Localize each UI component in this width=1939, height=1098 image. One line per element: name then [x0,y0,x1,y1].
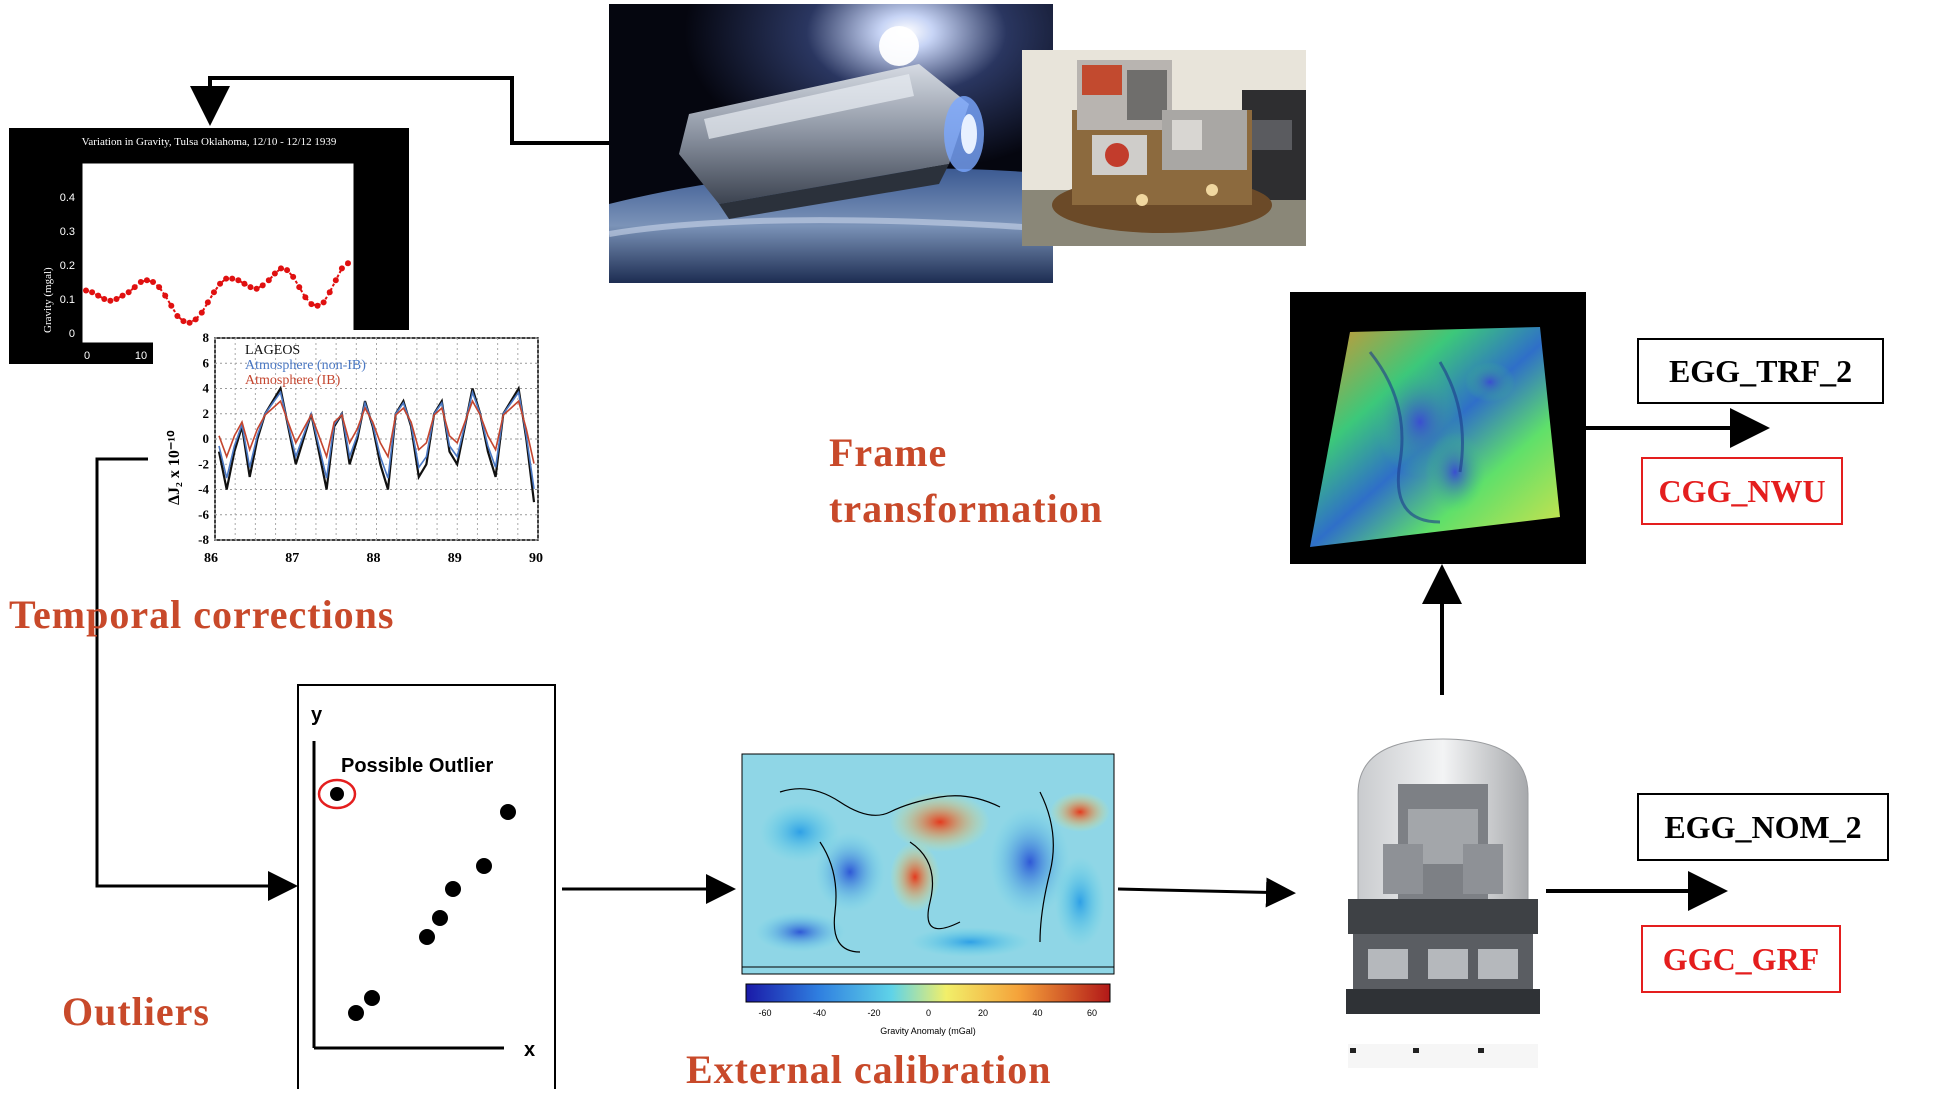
gravity-ytick-label: 0.4 [60,192,75,204]
product-egg-nom-2: EGG_NOM_2 [1637,793,1889,861]
product-ggc-grf: GGC_GRF [1641,925,1841,993]
temporal-corrections-label: Temporal corrections [9,592,395,637]
outlier-scatter-plot: y x Possible Outlier [297,684,556,1089]
gravity-ytick-label: 0 [69,328,75,340]
colorbar-label: Gravity Anomaly (mGal) [880,1026,976,1036]
colorbar-tick-label: -60 [758,1008,771,1018]
external-calibration-label: External calibration [686,1047,1052,1092]
lageos-xtick-label: 86 [204,551,218,566]
lageos-ytick-label: -4 [198,482,209,497]
lageos-ytick-label: 6 [203,355,210,370]
scatter-point [419,929,435,945]
lageos-ylabel: ΔJ₂ x 10⁻¹⁰ [166,430,183,505]
scatter-point [364,990,380,1006]
gravity-plot-ylabel: Gravity (mgal) [42,267,54,333]
product-egg-trf-2: EGG_TRF_2 [1637,338,1884,404]
scatter-point [432,910,448,926]
lageos-series-line [218,399,535,464]
colorbar-tick-label: -20 [867,1008,880,1018]
outlier-point [330,787,344,801]
lageos-legend-entry: Atmosphere (non-IB) [245,358,366,373]
gradiometer-photo [1022,50,1306,246]
lageos-xtick-label: 90 [529,551,543,566]
lageos-ytick-label: 8 [203,330,210,345]
gravity-variation-plot: Variation in Gravity, Tulsa Oklahoma, 12… [9,128,409,364]
colorbar [745,983,1111,1003]
product-cgg-nwu: CGG_NWU [1641,457,1843,525]
geoid-terrain-image [1290,292,1586,564]
gravity-xtick-label: 0 [84,350,90,362]
arrow-map-to-instrument [1117,877,1296,908]
lageos-ytick-label: 2 [203,406,210,421]
scatter-point [476,858,492,874]
lageos-ytick-label: -2 [198,456,209,471]
frame-transformation-label: Frame transformation [829,425,1103,537]
gravity-plot-title: Variation in Gravity, Tulsa Oklahoma, 12… [82,136,337,148]
gravity-xtick-label: 10 [135,350,147,362]
outlier-annotation: Possible Outlier [341,755,493,777]
lageos-xtick-label: 88 [367,551,381,566]
outlier-y-label: y [311,704,323,726]
lageos-legend-entry: LAGEOS [245,343,300,358]
arrow-temporal-to-outliers [95,457,298,901]
colorbar-tick-label: 0 [926,1008,931,1018]
outliers-label: Outliers [62,989,210,1034]
arrow-satellite-to-gravity [190,76,610,145]
frame-label-line2: transformation [829,486,1103,531]
colorbar-tick-label: 20 [978,1008,988,1018]
colorbar-tick-label: 40 [1032,1008,1042,1018]
gravity-trace [85,262,349,324]
scatter-point [445,881,461,897]
lageos-xtick-label: 89 [448,551,462,566]
frame-label-line1: Frame [829,430,948,475]
lageos-xtick-label: 87 [285,551,299,566]
colorbar-tick-label: 60 [1087,1008,1097,1018]
scatter-point [500,804,516,820]
lageos-ytick-label: 4 [203,381,210,396]
gradiometer-cutaway-image [1338,734,1548,1072]
gravity-ytick-label: 0.1 [60,294,75,306]
lageos-ytick-label: 0 [203,431,210,446]
colorbar-tick-label: -40 [813,1008,826,1018]
scatter-point [348,1005,364,1021]
gravity-anomaly-map: -60 -40 -20 0 20 40 60 Gravity Anomaly (mGal) [740,752,1116,1042]
outlier-highlight-circle [317,778,357,810]
lageos-ytick-label: -8 [198,532,209,547]
gravity-data-point [143,277,150,284]
gravity-ytick-label: 0.3 [60,226,75,238]
goce-satellite-image [609,4,1053,283]
gravity-ytick-label: 0.2 [60,260,75,272]
lageos-legend-entry: Atmosphere (IB) [245,373,341,388]
lageos-ytick-label: -6 [198,507,209,522]
lageos-series-line [217,385,536,503]
outlier-x-label: x [524,1039,535,1061]
